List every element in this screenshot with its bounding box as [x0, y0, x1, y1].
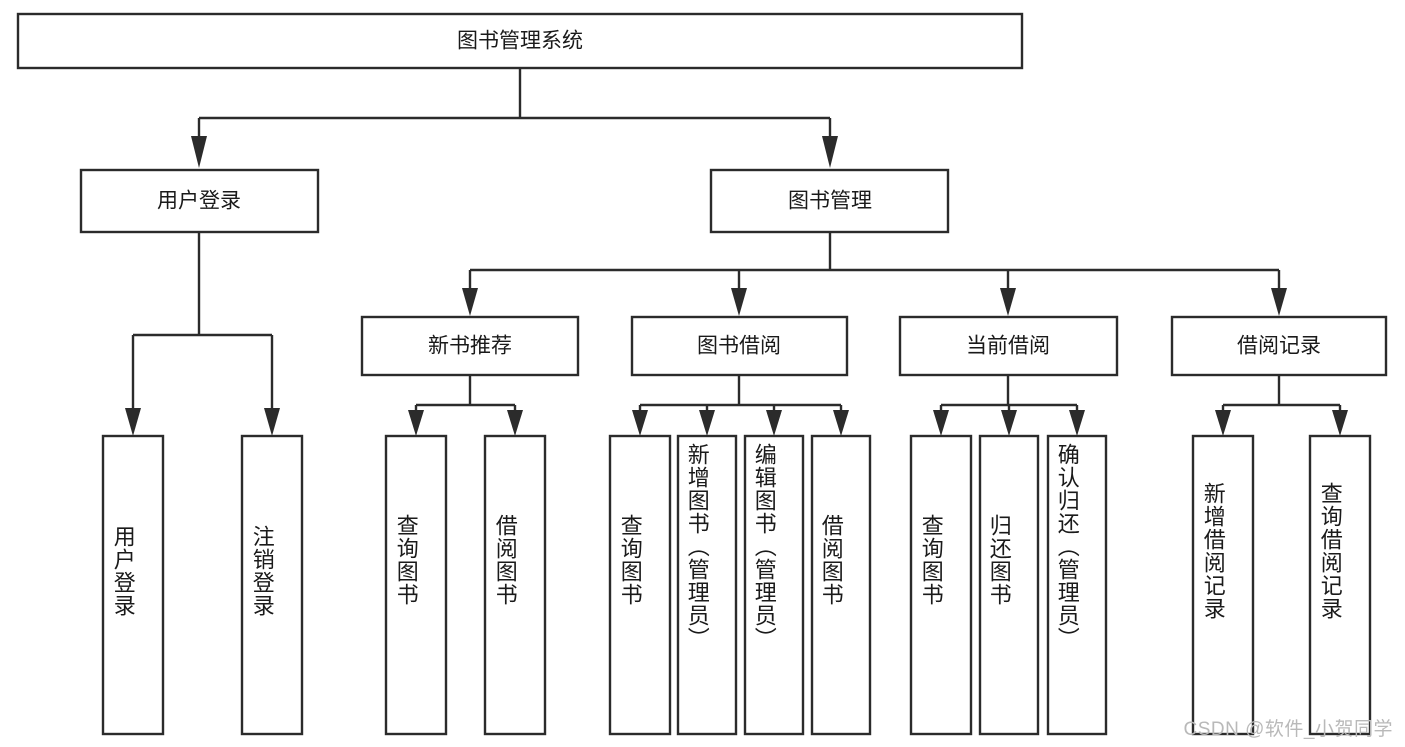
arrow-icon-userlogin-2	[264, 408, 280, 436]
node-user-login-box[interactable]	[79, 168, 320, 234]
leaf-boxes	[101, 434, 1372, 736]
node-book-borrow[interactable]: 图书借阅	[630, 315, 849, 377]
arrow-icon-newbooks-1	[408, 410, 424, 436]
node-book-management[interactable]: 图书管理	[709, 168, 950, 234]
arrow-icon-records-1	[1215, 410, 1231, 436]
node-new-book-recommend-box[interactable]	[360, 315, 580, 377]
arrow-icon-borrow-1	[632, 410, 648, 436]
node-borrow-record-box[interactable]	[1170, 315, 1388, 377]
leaf-box-confirm-return[interactable]	[1046, 434, 1108, 736]
arrow-icon-borrow-3	[766, 410, 782, 436]
arrow-icon-current-3	[1069, 410, 1085, 436]
arrow-icon-newbooks-2	[507, 410, 523, 436]
arrow-icon-bookmgmt-1	[462, 288, 478, 316]
connector-group-user-login	[125, 232, 280, 436]
leaf-box-add-record[interactable]	[1191, 434, 1255, 736]
node-current-borrow-box[interactable]	[898, 315, 1119, 377]
arrow-icon-bookmgmt-2	[731, 288, 747, 316]
node-root-label: 图书管理系统	[457, 30, 583, 53]
leaf-box-user-login[interactable]	[101, 434, 165, 736]
node-user-login[interactable]: 用户登录	[79, 168, 320, 234]
node-book-management-box[interactable]	[709, 168, 950, 234]
connector-group-book-mgmt	[462, 232, 1287, 316]
arrow-icon-borrow-2	[699, 410, 715, 436]
leaf-box-query-book-new[interactable]	[384, 434, 448, 736]
arrow-icon-userlogin-1	[125, 408, 141, 436]
node-new-book-recommend-label: 新书推荐	[428, 335, 512, 358]
leaf-box-borrow-book[interactable]	[810, 434, 872, 736]
leaf-box-borrow-book-new[interactable]	[483, 434, 547, 736]
node-borrow-record-label: 借阅记录	[1237, 335, 1321, 358]
connector-group-new-books	[408, 375, 523, 436]
node-new-book-recommend[interactable]: 新书推荐	[360, 315, 580, 377]
node-book-borrow-box[interactable]	[630, 315, 849, 377]
arrow-icon-bookmgmt-4	[1271, 288, 1287, 316]
watermark-text: CSDN @软件_小贺同学	[1183, 719, 1393, 740]
arrow-icon-current-1	[933, 410, 949, 436]
connector-group-root	[191, 68, 838, 168]
node-book-management-label: 图书管理	[788, 190, 872, 213]
node-current-borrow[interactable]: 当前借阅	[898, 315, 1119, 377]
node-borrow-record[interactable]: 借阅记录	[1170, 315, 1388, 377]
arrow-icon-root-1	[191, 136, 207, 168]
node-root[interactable]: 图书管理系统	[16, 12, 1024, 70]
node-root-box[interactable]	[16, 12, 1024, 70]
connector-group-records	[1215, 375, 1348, 436]
arrow-icon-bookmgmt-3	[1000, 288, 1016, 316]
arrow-icon-root-2	[822, 136, 838, 168]
arrow-icon-current-2	[1001, 410, 1017, 436]
node-user-login-label: 用户登录	[157, 190, 241, 213]
leaf-box-query-book-current[interactable]	[909, 434, 973, 736]
arrow-icon-records-2	[1332, 410, 1348, 436]
leaf-box-query-book-borrow[interactable]	[608, 434, 672, 736]
connector-group-current-borrow	[933, 375, 1085, 436]
leaf-box-add-book[interactable]	[676, 434, 738, 736]
leaf-box-edit-book[interactable]	[743, 434, 805, 736]
leaf-box-logout[interactable]	[240, 434, 304, 736]
leaf-box-query-record[interactable]	[1308, 434, 1372, 736]
connector-group-borrow	[632, 375, 849, 436]
node-current-borrow-label: 当前借阅	[966, 335, 1050, 358]
node-book-borrow-label: 图书借阅	[697, 335, 781, 358]
leaf-box-return-book[interactable]	[978, 434, 1040, 736]
arrow-icon-borrow-4	[833, 410, 849, 436]
